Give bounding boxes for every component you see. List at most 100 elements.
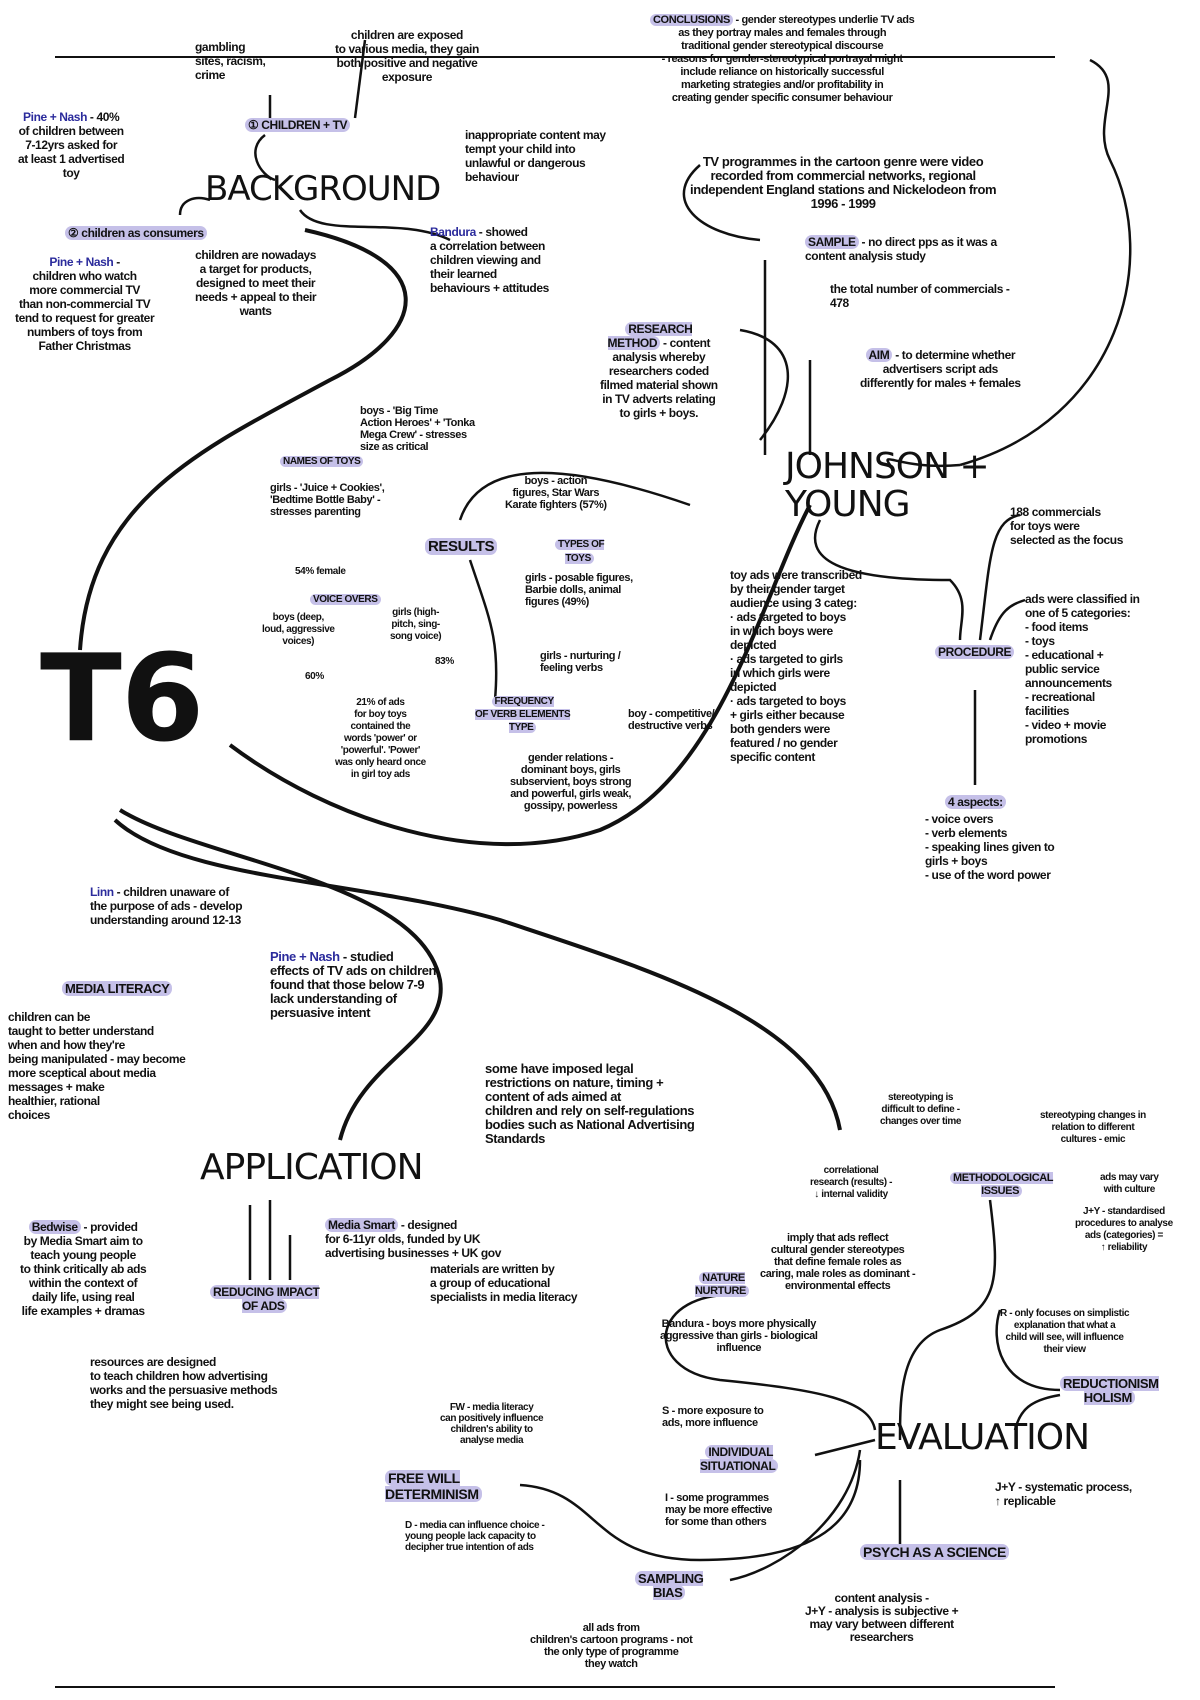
heading-application: APPLICATION [200, 1147, 424, 1188]
note-stereotyping-difficult: stereotyping is difficult to define - ch… [880, 1092, 962, 1127]
note-girls-toy-names: girls - 'Juice + Cookies', 'Bedtime Bott… [270, 482, 385, 518]
arrow [739, 328, 790, 441]
note-bedwise: Bedwise - provided by Media Smart aim to… [20, 1220, 147, 1318]
node-sampling-bias: Sampling bias [635, 1571, 704, 1600]
label: Reducing impact of ads [210, 1285, 320, 1313]
note-all-ads: all ads from children's cartoon programs… [530, 1622, 693, 1670]
note-nowadays: children are nowadays a target for produ… [195, 248, 317, 318]
label: Types of toys [555, 539, 605, 564]
subtopic-children-tv: ① children + TV [245, 118, 351, 132]
node-4-aspects: 4 aspects: [945, 795, 1006, 809]
arrow [814, 1438, 876, 1457]
label: Bedwise [28, 1220, 81, 1234]
author-name: Bandura [430, 225, 476, 239]
label: Sample [805, 235, 859, 249]
label: Methodological issues [950, 1172, 1054, 1197]
arrow [664, 1293, 877, 1431]
node-reductionism-holism: Reductionism holism [1060, 1376, 1159, 1405]
note-media-smart: Media Smart - designed for 6-11yr olds, … [325, 1218, 501, 1260]
label: Names of toys [280, 456, 364, 467]
top-rule [55, 56, 1055, 58]
label: Psych as a science [860, 1544, 1009, 1560]
arrow-t6-to-evaluation [113, 818, 842, 1131]
note-i-some: I - some programmes may be more effectiv… [665, 1492, 773, 1528]
note-inappropriate: inappropriate content may tempt your chi… [465, 128, 606, 184]
note-classified: ads were classified in one of 5 categori… [1025, 592, 1140, 746]
note-girls-toys: girls - posable figures, Barbie dolls, a… [525, 572, 633, 608]
note-bandura: Bandura - showed a correlation between c… [430, 225, 549, 295]
node-voice-overs: Voice overs [310, 593, 381, 607]
note-text: - showed a correlation between children … [430, 225, 549, 295]
note-resources: resources are designed to teach children… [90, 1355, 278, 1411]
heading-johnson-young: JOHNSON + YOUNG [785, 446, 990, 525]
label: Nature nurture [695, 1272, 749, 1297]
note-60-percent: 60% [305, 671, 324, 682]
label: Frequency of verb elements type [475, 696, 571, 733]
arrow [1013, 1393, 1061, 1431]
note-bandura-biological: Bandura - boys more physically aggressiv… [660, 1318, 818, 1354]
label: Individual situational [700, 1445, 779, 1473]
arrow [898, 1199, 997, 1441]
note-systematic: J+Y - systematic process, ↑ replicable [995, 1480, 1132, 1508]
note-taught: children can be taught to better underst… [8, 1010, 186, 1122]
arrow [682, 164, 761, 242]
label: Media Smart [325, 1218, 398, 1232]
note-text: - 40% of children between 7-12yrs asked … [18, 110, 125, 180]
label: Free will determinism [385, 1470, 482, 1502]
note-stereotyping-changes: stereotyping changes in relation to diff… [1040, 1110, 1146, 1145]
label: Aim [865, 348, 893, 362]
note-aim: Aim - to determine whether advertisers s… [860, 348, 1021, 390]
note-research-method: Research Method - content analysis where… [600, 322, 718, 420]
arrow [959, 58, 1132, 467]
arrow [519, 1459, 862, 1562]
node-reducing-impact: Reducing impact of ads [210, 1285, 320, 1313]
arrow [978, 513, 1021, 641]
arrow [729, 1449, 862, 1582]
note-transcribed: toy ads were transcribed by their gender… [730, 568, 862, 764]
node-nature-nurture: Nature nurture [695, 1272, 749, 1298]
note-text: - designed for 6-11yr olds, funded by UK… [325, 1218, 501, 1260]
note-gambling: gambling sites, racism, crime [195, 40, 266, 82]
note-legal-restrictions: some have imposed legal restrictions on … [485, 1061, 695, 1146]
note-text: - children unaware of the purpose of ads… [90, 885, 243, 927]
note-power-21: 21% of ads for boy toys contained the wo… [335, 697, 426, 780]
label: Sampling bias [635, 1571, 704, 1600]
note-linn: Linn - children unaware of the purpose o… [90, 885, 243, 927]
arrow [353, 39, 367, 119]
note-content-analysis: content analysis - J+Y - analysis is sub… [805, 1591, 959, 1644]
label: Procedure [935, 645, 1015, 659]
label: 4 aspects: [945, 795, 1006, 809]
author-name: Pine + Nash [49, 255, 114, 269]
note-pine-nash-commercial: Pine + Nash - children who watch more co… [15, 255, 155, 353]
page-title: T6 [40, 630, 204, 769]
arrow-johnson-to-t6 [228, 504, 812, 847]
note-sample: Sample - no direct pps as it was a conte… [805, 235, 997, 263]
node-procedure: Procedure [935, 645, 1015, 659]
node-psych-as-science: Psych as a science [860, 1544, 1009, 1560]
note-boys-toy-names: boys - 'Big Time Action Heroes' + 'Tonka… [360, 405, 475, 453]
note-boy-verbs: boy - competitive/ destructive verbs [628, 708, 715, 732]
arrow [995, 1309, 1061, 1392]
note-text: - gender stereotypes underlie TV ads as … [661, 14, 915, 104]
note-text: - no direct pps as it was a content anal… [805, 235, 997, 263]
label: ② children as consumers [65, 226, 207, 240]
author-name: Pine + Nash [270, 949, 340, 964]
node-names-of-toys: Names of toys [280, 455, 364, 469]
author-name: Pine + Nash [23, 110, 87, 124]
node-methodological-issues: Methodological issues [950, 1172, 1054, 1198]
label: Voice overs [310, 594, 381, 605]
note-pine-nash-studied: Pine + Nash - studied effects of TV ads … [270, 949, 440, 1020]
note-d-media: D - media can influence choice - young p… [405, 1520, 545, 1553]
note-correlational: correlational research (results) - ↓ int… [810, 1165, 893, 1200]
node-frequency-verb-elements: Frequency of verb elements type [475, 695, 571, 734]
note-188-commercials: 188 commercials for toys were selected a… [1010, 505, 1123, 547]
note-total-commercials: the total number of commercials - 478 [830, 282, 1010, 310]
note-text: - content analysis whereby researchers c… [600, 336, 718, 420]
note-conclusions: Conclusions - gender stereotypes underli… [650, 14, 915, 105]
subtopic-children-consumers: ② children as consumers [65, 226, 207, 240]
arrow-background-to-t6 [78, 228, 408, 651]
arrow [886, 458, 961, 468]
note-materials: materials are written by a group of educ… [430, 1262, 578, 1304]
node-results: Results [425, 538, 498, 555]
note-text: - children who watch more commercial TV … [15, 255, 155, 353]
